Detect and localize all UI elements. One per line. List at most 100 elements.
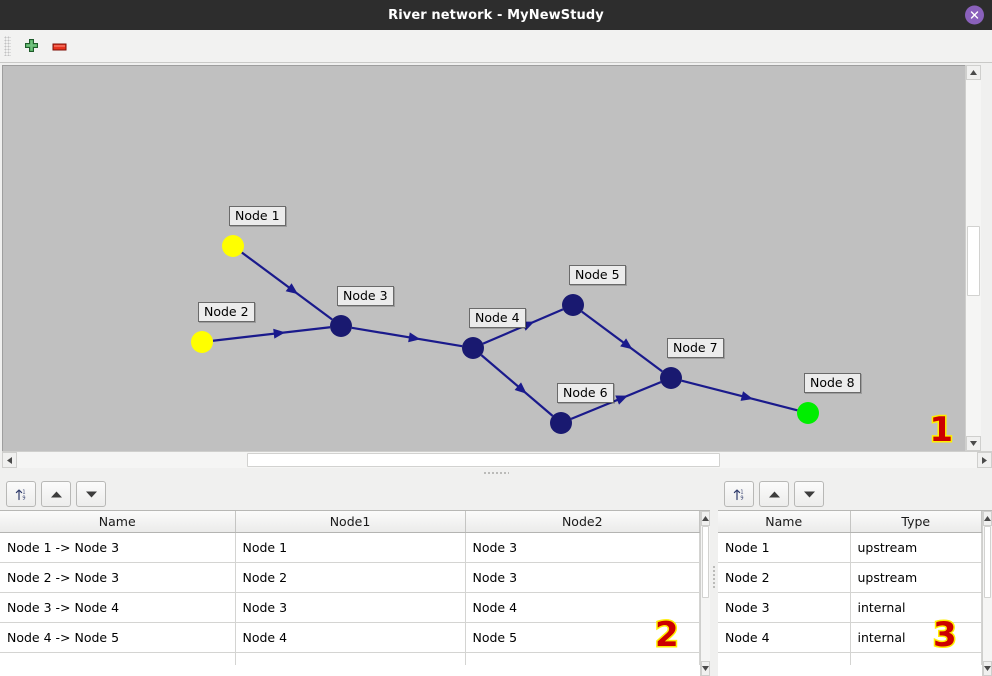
- graph-node-label-node1[interactable]: Node 1: [229, 206, 286, 226]
- graph-vscroll-thumb[interactable]: [967, 225, 980, 296]
- node-table-column-header-name[interactable]: Name: [718, 511, 851, 533]
- graph-node-label-node2[interactable]: Node 2: [198, 302, 255, 322]
- add-node-button[interactable]: [17, 33, 45, 59]
- node-table-cell[interactable]: Node 3: [718, 592, 851, 623]
- reach-table-cell[interactable]: Node 4: [235, 622, 466, 653]
- graph-node-label-node5[interactable]: Node 5: [569, 265, 626, 285]
- reach-table-column-header-node1[interactable]: Node1: [235, 511, 466, 533]
- graph-node-label-node7[interactable]: Node 7: [667, 338, 724, 358]
- delete-node-button[interactable]: [45, 33, 73, 59]
- node-table-cell[interactable]: internal: [850, 592, 982, 623]
- graph-node-node4[interactable]: [462, 337, 484, 359]
- edge-Node5-to-Node7[interactable]: [581, 310, 663, 373]
- toolbar-drag-handle[interactable]: [4, 36, 11, 56]
- graph-node-node2[interactable]: [191, 331, 213, 353]
- node-vscroll-track[interactable]: [983, 526, 992, 661]
- reach-table-empty-cell[interactable]: [235, 652, 466, 665]
- graph-node-label-node8[interactable]: Node 8: [804, 373, 861, 393]
- edge-Node6-to-Node7[interactable]: [570, 381, 662, 420]
- node-table-vertical-scrollbar[interactable]: [982, 511, 992, 676]
- reach-table-empty-cell[interactable]: [465, 652, 700, 665]
- edge-Node4-to-Node6[interactable]: [480, 354, 554, 417]
- reach-vscroll-thumb[interactable]: [702, 526, 709, 599]
- reach-table-cell[interactable]: Node 2: [235, 562, 466, 593]
- reach-sort-button[interactable]: 1 9: [6, 481, 36, 507]
- reach-table-cell[interactable]: Node 3: [465, 532, 700, 563]
- network-graph-canvas[interactable]: Node 1 Node 2 Node 3 Node 4 Node 5 Node 6 Node…: [2, 65, 965, 451]
- reach-table-cell[interactable]: Node 3: [235, 592, 466, 623]
- reach-move-up-button[interactable]: [41, 481, 71, 507]
- reach-scroll-down-button[interactable]: [701, 661, 710, 676]
- reach-vscroll-track[interactable]: [701, 526, 710, 661]
- reach-table-column-header-name[interactable]: Name: [0, 511, 236, 533]
- reach-table-cell[interactable]: Node 3 -> Node 4: [0, 592, 236, 623]
- graph-node-node3[interactable]: [330, 315, 352, 337]
- node-move-up-button[interactable]: [759, 481, 789, 507]
- horizontal-splitter[interactable]: [0, 468, 992, 478]
- reach-move-down-button[interactable]: [76, 481, 106, 507]
- graph-node-label-node6[interactable]: Node 6: [557, 383, 614, 403]
- vertical-splitter[interactable]: [710, 478, 718, 676]
- graph-node-node1[interactable]: [222, 235, 244, 257]
- node-table-empty-cell[interactable]: [718, 652, 851, 665]
- reach-table-cell[interactable]: Node 4 -> Node 5: [0, 622, 236, 653]
- reach-table-cell[interactable]: Node 2 -> Node 3: [0, 562, 236, 593]
- reach-table-cell[interactable]: Node 1: [235, 532, 466, 563]
- node-scroll-down-button[interactable]: [983, 661, 992, 676]
- graph-scroll-down-button[interactable]: [966, 436, 981, 451]
- node-table-empty-row[interactable]: [718, 652, 982, 665]
- reach-table-vertical-scrollbar[interactable]: [700, 511, 710, 676]
- graph-scroll-up-button[interactable]: [966, 65, 981, 80]
- graph-node-node5[interactable]: [562, 294, 584, 316]
- node-table-cell[interactable]: Node 2: [718, 562, 851, 593]
- close-window-button[interactable]: [965, 5, 984, 25]
- graph-hscroll-thumb[interactable]: [247, 453, 720, 467]
- graph-hscroll-track[interactable]: [17, 452, 977, 468]
- reach-table-cell[interactable]: Node 5: [465, 622, 700, 653]
- graph-node-node8[interactable]: [797, 402, 819, 424]
- node-vscroll-thumb[interactable]: [984, 526, 991, 599]
- edge-Node3-to-Node4[interactable]: [351, 326, 463, 348]
- reach-table-cell[interactable]: Node 3: [465, 562, 700, 593]
- node-table-cell[interactable]: internal: [850, 622, 982, 653]
- graph-node-label-node3[interactable]: Node 3: [337, 286, 394, 306]
- graph-vscroll-track[interactable]: [966, 80, 981, 436]
- graph-scroll-right-button[interactable]: [977, 452, 992, 468]
- graph-node-node6[interactable]: [550, 412, 572, 434]
- node-table-cell[interactable]: Node 1: [718, 532, 851, 563]
- edge-Node1-to-Node3[interactable]: [241, 251, 333, 321]
- node-table-cell[interactable]: Node 4: [718, 622, 851, 653]
- node-table-cell[interactable]: upstream: [850, 532, 982, 563]
- graph-horizontal-scrollbar[interactable]: [2, 451, 992, 468]
- reach-table-empty-cell[interactable]: [0, 652, 236, 665]
- graph-node-node7[interactable]: [660, 367, 682, 389]
- node-table-column-header-type[interactable]: Type: [850, 511, 982, 533]
- node-scroll-up-button[interactable]: [983, 511, 992, 526]
- graph-node-label-node4[interactable]: Node 4: [469, 308, 526, 328]
- edge-Node7-to-Node8[interactable]: [681, 379, 798, 412]
- reach-table-column-header-node2[interactable]: Node2: [465, 511, 700, 533]
- edge-Node2-to-Node3[interactable]: [212, 326, 331, 342]
- node-table-empty-cell[interactable]: [850, 652, 982, 665]
- node-move-down-button[interactable]: [794, 481, 824, 507]
- graph-scroll-left-button[interactable]: [2, 452, 17, 468]
- node-table-cell[interactable]: upstream: [850, 562, 982, 593]
- reach-table-empty-row[interactable]: [0, 652, 700, 665]
- graph-vertical-scrollbar[interactable]: [965, 65, 981, 451]
